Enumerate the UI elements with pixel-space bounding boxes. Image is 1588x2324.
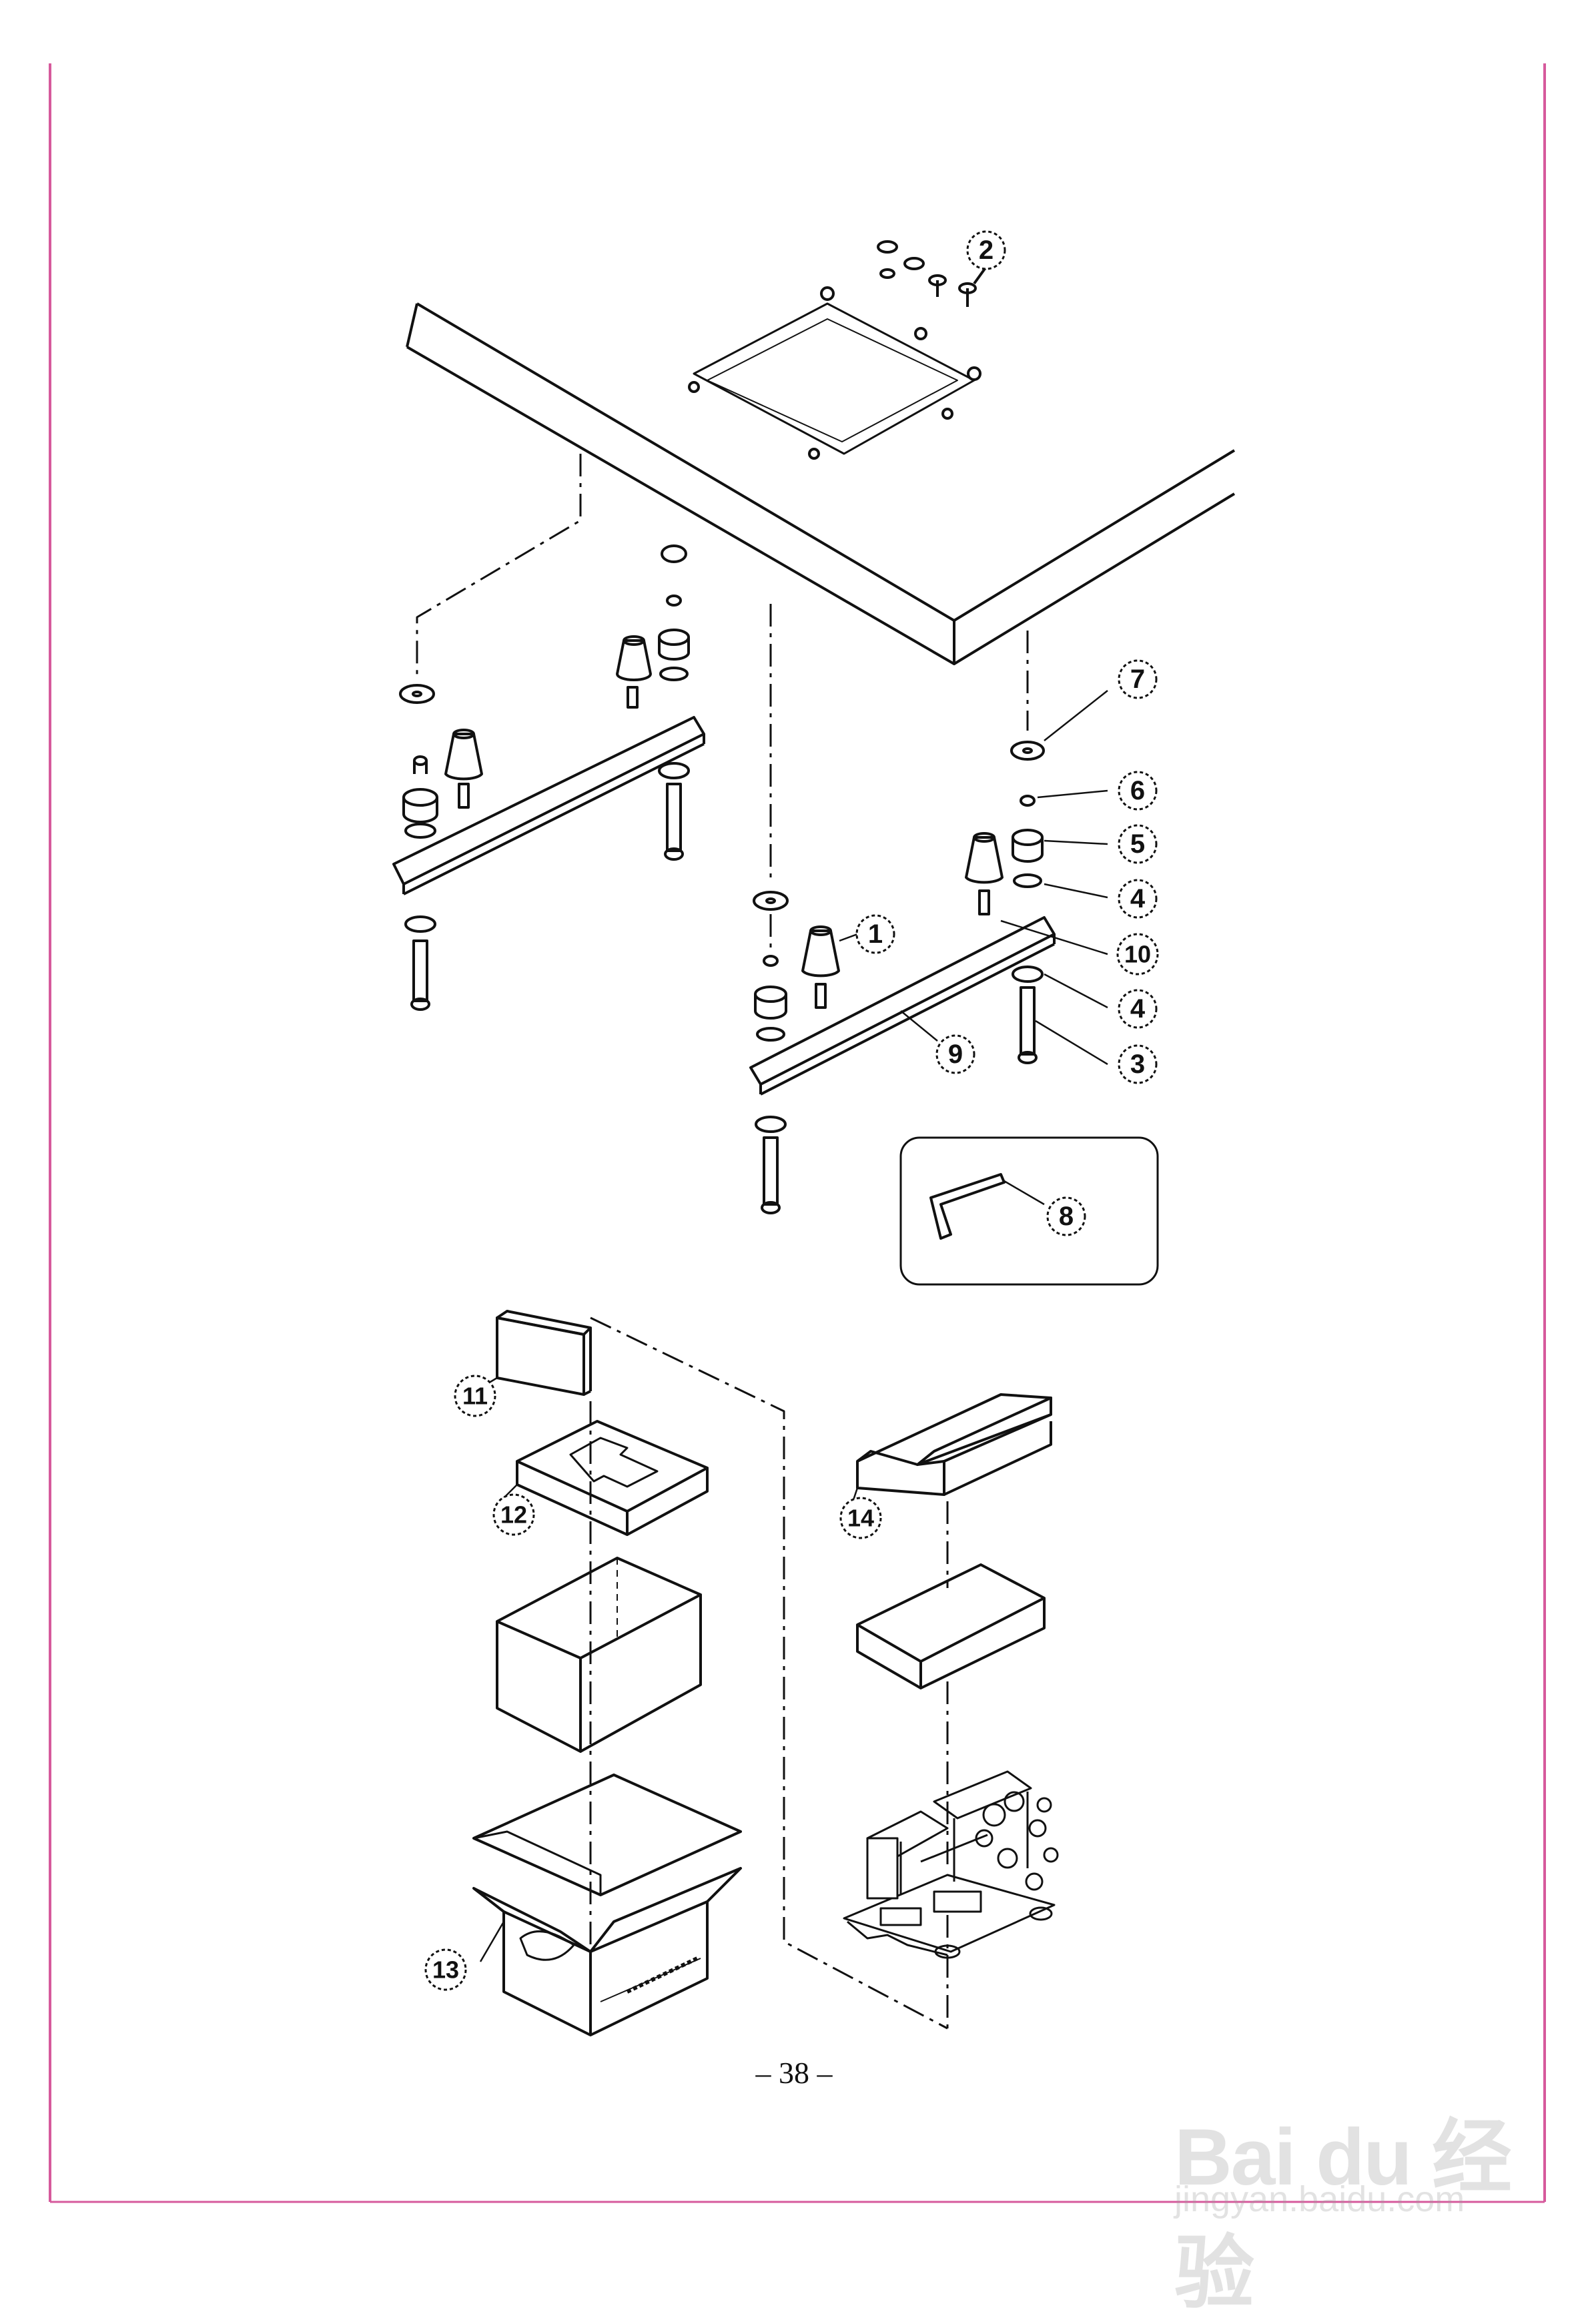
foam-top-part-14 [849,1393,1052,1509]
callout-4a-circle [1118,879,1158,919]
inner-carton [496,1557,702,1753]
callout-14: 14 [847,1505,874,1532]
foam-insert-part-12 [500,1420,709,1536]
page-number: – 38 – [755,2056,833,2090]
callout-5: 5 [1130,829,1145,859]
table-top [406,286,1236,665]
callout-13: 13 [432,1956,459,1984]
callout-1-circle [855,914,895,954]
pad-part-11 [480,1310,592,1396]
callout-4b-circle [1118,989,1158,1029]
callout-7: 7 [1130,665,1145,694]
allen-key-box [899,1136,1159,1286]
sewing-machine-head [843,1770,1059,1959]
left-bar-assembly [392,544,705,1011]
callout-4a: 4 [1130,884,1146,913]
callout-leaders [839,690,1108,1066]
callout-3: 3 [1130,1050,1145,1079]
callout-10: 10 [1124,941,1151,968]
callout-3-circle [1118,1044,1158,1084]
callout-12-circle [492,1493,535,1536]
callout-4b: 4 [1130,994,1146,1024]
callout-2: 2 [979,236,994,265]
callout-6-circle [1118,771,1158,811]
callout-6: 6 [1130,776,1145,805]
callout-5-circle [1118,824,1158,864]
callout-12: 12 [500,1501,527,1529]
parts-diagram: 1 2 3 4 4 5 6 7 8 9 10 11 12 13 14 [49,63,1546,2203]
callout-11: 11 [462,1383,488,1410]
callout-1: 1 [868,919,883,949]
callout-13-circle [424,1948,467,1991]
callout-11-circle [454,1375,496,1417]
callout-9-circle [935,1034,975,1074]
watermark-brand: Bai du 经验 [1174,2112,1512,2318]
callout-9: 9 [948,1040,963,1069]
callout-8: 8 [1059,1202,1074,1231]
callout-8-circle [1046,1196,1086,1236]
callout-2-circle [966,230,1006,270]
foam-block [856,1563,1046,1689]
page: 1 2 3 4 4 5 6 7 8 9 10 11 12 13 14 [49,63,1546,2203]
baidu-watermark: Bai du 经验 jingyan.baidu.com [1154,2065,1528,2318]
callout-14-circle [839,1497,882,1539]
callout-7-circle [1118,659,1158,699]
outer-carton-part-13 [472,1774,742,2036]
right-bar-assembly [749,741,1056,1214]
callout-10-circle [1116,933,1159,976]
assembly-lines [416,454,1029,2030]
watermark-url: jingyan.baidu.com [1174,2179,1465,2219]
